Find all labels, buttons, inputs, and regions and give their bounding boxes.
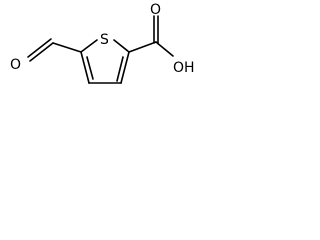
bond-c5-cald — [52, 42, 82, 53]
aldehyde-oxygen-label: O — [10, 57, 21, 73]
bond-c2-cacid — [128, 41, 157, 53]
bond-c4-c5-inner — [86, 56, 94, 80]
hydroxyl-label: OH — [173, 60, 195, 76]
bond-cacid-oh — [155, 41, 174, 57]
bond-cald-o-double — [27, 38, 52, 58]
molecule-structure: S O O OH — [10, 2, 195, 84]
bond-c4-c5 — [80, 51, 90, 84]
bond-s-c2 — [113, 39, 130, 53]
sulfur-atom-label: S — [100, 32, 109, 48]
bond-cald-o — [29, 42, 54, 62]
carbonyl-oxygen-label: O — [150, 2, 161, 18]
bond-s-c5 — [80, 39, 98, 53]
bond-c2-c3-inner — [116, 56, 124, 82]
bond-c2-c3 — [120, 51, 130, 84]
